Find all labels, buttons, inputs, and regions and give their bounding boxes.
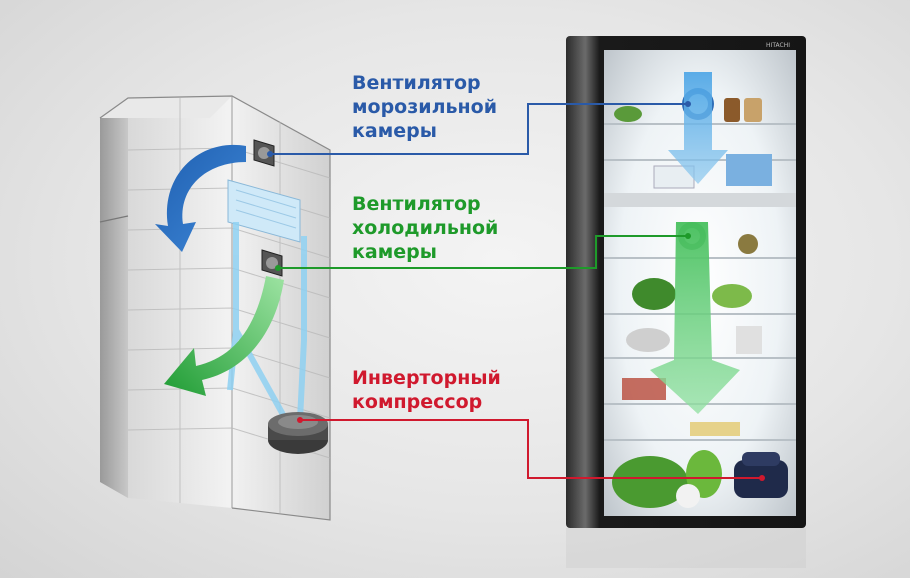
freezer-fan-label: Вентилятор морозильной камеры bbox=[352, 71, 497, 143]
freezer-fan-label-line2: морозильной bbox=[352, 96, 498, 118]
blue-airflow-arrow bbox=[155, 144, 246, 252]
compressor-callout bbox=[300, 419, 762, 479]
compressor-label-line2: компрессор bbox=[352, 391, 483, 413]
fridge-fan-label-line1: Вентилятор bbox=[352, 193, 481, 215]
green-down-arrow bbox=[650, 222, 740, 414]
freezer-fan-callout bbox=[270, 103, 688, 155]
fridge-fan-callout bbox=[278, 235, 688, 269]
fridge-photo: HITACHI bbox=[566, 36, 806, 568]
freezer-fan-label-line3: камеры bbox=[352, 120, 437, 142]
compressor-label-line1: Инверторный bbox=[352, 367, 501, 389]
floor-reflection bbox=[566, 528, 806, 568]
cabinet-top bbox=[100, 96, 232, 118]
compressor-label: Инверторный компрессор bbox=[352, 366, 501, 414]
green-airflow-arrow bbox=[164, 276, 284, 396]
compartment-divider bbox=[604, 193, 796, 207]
fridge-fan-label: Вентилятор холодильной камеры bbox=[352, 192, 498, 264]
cabinet-side-face bbox=[100, 98, 128, 498]
freezer-fan-label-line1: Вентилятор bbox=[352, 72, 481, 94]
cabinet-schematic bbox=[99, 95, 331, 521]
evaporator bbox=[227, 179, 301, 243]
freezer-fan-icon bbox=[253, 139, 275, 167]
fridge-brand: HITACHI bbox=[766, 42, 790, 49]
food-items bbox=[612, 98, 772, 508]
fridge-fan-label-line2: холодильной bbox=[352, 217, 499, 239]
compressor-icon-photo bbox=[734, 452, 788, 498]
callout-lines bbox=[267, 101, 765, 481]
blue-down-arrow bbox=[668, 72, 728, 184]
fridge-fan-label-line3: камеры bbox=[352, 241, 437, 263]
